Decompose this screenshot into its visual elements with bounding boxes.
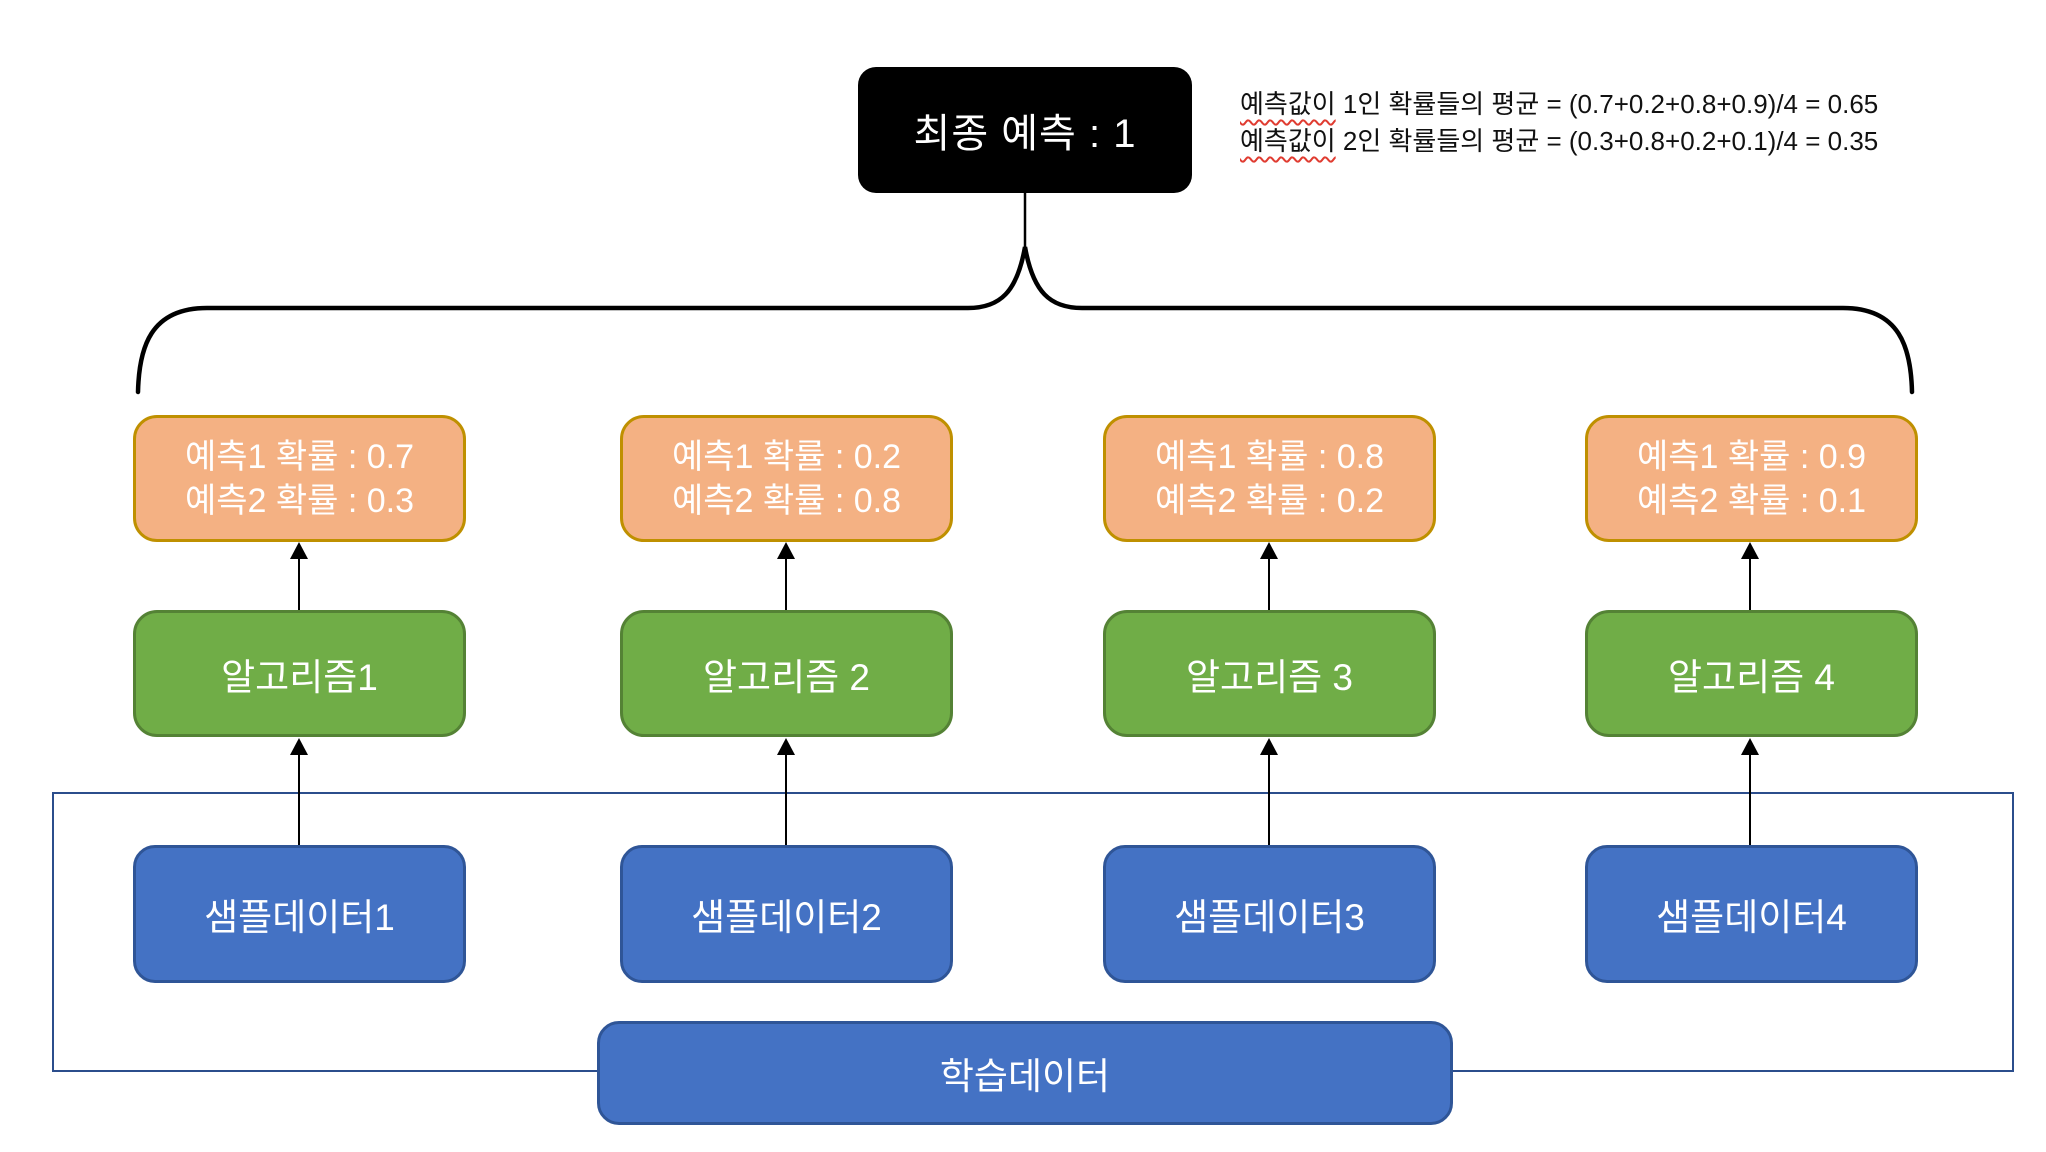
curly-brace-icon	[135, 246, 1915, 395]
algorithm-label: 알고리즘1	[221, 656, 378, 698]
annotation-line2-word: 예측값이	[1240, 126, 1336, 156]
algorithm-label: 알고리즘 4	[1667, 656, 1836, 698]
arrowhead-up-icon	[290, 542, 308, 559]
prediction1-prob-label: 예측1 확률 : 0.9	[1636, 437, 1867, 476]
arrow-algorithm2-to-prediction2	[777, 542, 795, 610]
annotation-line1-rest: 1인 확률들의 평균 = (0.7+0.2+0.8+0.9)/4 = 0.65	[1335, 89, 1879, 119]
arrowhead-up-icon	[290, 738, 308, 755]
averaging-annotation: 예측값이 1인 확률들의 평균 = (0.7+0.2+0.8+0.9)/4 = …	[1240, 86, 1878, 160]
prediction-box-4: 예측1 확률 : 0.9 예측2 확률 : 0.1	[1585, 415, 1918, 542]
algorithm-box-4: 알고리즘 4	[1585, 610, 1918, 737]
algorithm-box-3: 알고리즘 3	[1103, 610, 1436, 737]
arrowhead-up-icon	[777, 738, 795, 755]
arrowhead-up-icon	[1260, 738, 1278, 755]
sample-data-box-2: 샘플데이터2	[620, 845, 953, 983]
arrow-sample2-to-algorithm2	[777, 738, 795, 845]
arrowhead-up-icon	[1741, 542, 1759, 559]
prediction2-prob-label: 예측2 확률 : 0.1	[1636, 481, 1867, 520]
annotation-line2: 예측값이 2인 확률들의 평균 = (0.3+0.8+0.2+0.1)/4 = …	[1240, 123, 1878, 160]
arrowhead-up-icon	[777, 542, 795, 559]
arrow-algorithm3-to-prediction3	[1260, 542, 1278, 610]
algorithm-box-1: 알고리즘1	[133, 610, 466, 737]
sample-data-label: 샘플데이터1	[204, 897, 395, 938]
prediction-box-3: 예측1 확률 : 0.8 예측2 확률 : 0.2	[1103, 415, 1436, 542]
sample-data-box-3: 샘플데이터3	[1103, 845, 1436, 983]
prediction2-prob-label: 예측2 확률 : 0.8	[671, 481, 902, 520]
arrow-algorithm4-to-prediction4	[1741, 542, 1759, 610]
arrowhead-up-icon	[1741, 738, 1759, 755]
annotation-line1: 예측값이 1인 확률들의 평균 = (0.7+0.2+0.8+0.9)/4 = …	[1240, 86, 1878, 123]
arrow-sample4-to-algorithm4	[1741, 738, 1759, 845]
training-data-box: 학습데이터	[597, 1021, 1453, 1125]
prediction-box-1: 예측1 확률 : 0.7 예측2 확률 : 0.3	[133, 415, 466, 542]
final-prediction-box: 최종 예측 : 1	[858, 67, 1192, 193]
prediction1-prob-label: 예측1 확률 : 0.2	[671, 437, 902, 476]
training-data-label: 학습데이터	[939, 1056, 1111, 1097]
algorithm-box-2: 알고리즘 2	[620, 610, 953, 737]
arrow-algorithm1-to-prediction1	[290, 542, 308, 610]
sample-data-box-4: 샘플데이터4	[1585, 845, 1918, 983]
algorithm-label: 알고리즘 3	[1185, 656, 1354, 698]
sample-data-box-1: 샘플데이터1	[133, 845, 466, 983]
prediction1-prob-label: 예측1 확률 : 0.7	[184, 437, 415, 476]
annotation-line2-rest: 2인 확률들의 평균 = (0.3+0.8+0.2+0.1)/4 = 0.35	[1335, 126, 1879, 156]
prediction2-prob-label: 예측2 확률 : 0.2	[1154, 481, 1385, 520]
annotation-line1-word: 예측값이	[1240, 89, 1336, 119]
sample-data-label: 샘플데이터4	[1656, 897, 1847, 938]
prediction2-prob-label: 예측2 확률 : 0.3	[184, 481, 415, 520]
arrowhead-up-icon	[1260, 542, 1278, 559]
prediction1-prob-label: 예측1 확률 : 0.8	[1154, 437, 1385, 476]
arrow-sample3-to-algorithm3	[1260, 738, 1278, 845]
algorithm-label: 알고리즘 2	[702, 656, 871, 698]
sample-data-label: 샘플데이터3	[1174, 897, 1365, 938]
final-prediction-label: 최종 예측 : 1	[913, 112, 1137, 156]
arrow-sample1-to-algorithm1	[290, 738, 308, 845]
prediction-box-2: 예측1 확률 : 0.2 예측2 확률 : 0.8	[620, 415, 953, 542]
sample-data-label: 샘플데이터2	[691, 897, 882, 938]
